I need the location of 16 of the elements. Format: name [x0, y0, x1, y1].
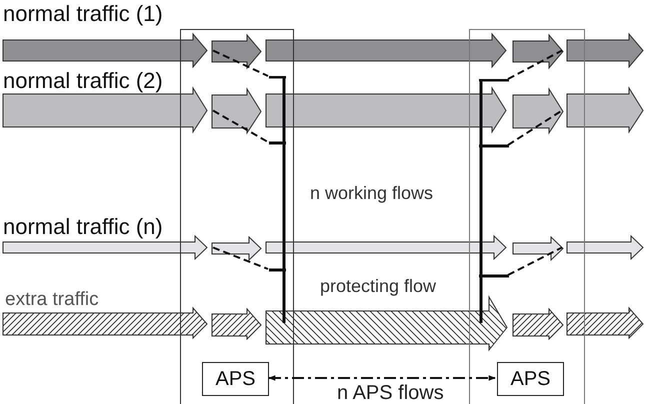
- flow-label: normal traffic (1): [3, 3, 163, 25]
- aps-box: APS: [202, 362, 269, 396]
- flow-label: normal traffic (n): [3, 216, 163, 238]
- dashed-connector: [212, 110, 268, 143]
- double-arrow: [268, 375, 496, 381]
- dashed-connector: [508, 50, 562, 80]
- aps-box: APS: [497, 362, 564, 396]
- flow-label: protecting flow: [320, 277, 436, 295]
- flow-label: n working flows: [310, 183, 434, 204]
- network-element-box: [469, 29, 585, 404]
- dashed-connector: [212, 246, 268, 270]
- dashed-connector: [212, 50, 268, 77]
- flow-label: extra traffic: [5, 290, 99, 309]
- network-element-box: [180, 29, 294, 404]
- flow-label: normal traffic (2): [3, 70, 163, 92]
- dashed-connector: [507, 110, 563, 146]
